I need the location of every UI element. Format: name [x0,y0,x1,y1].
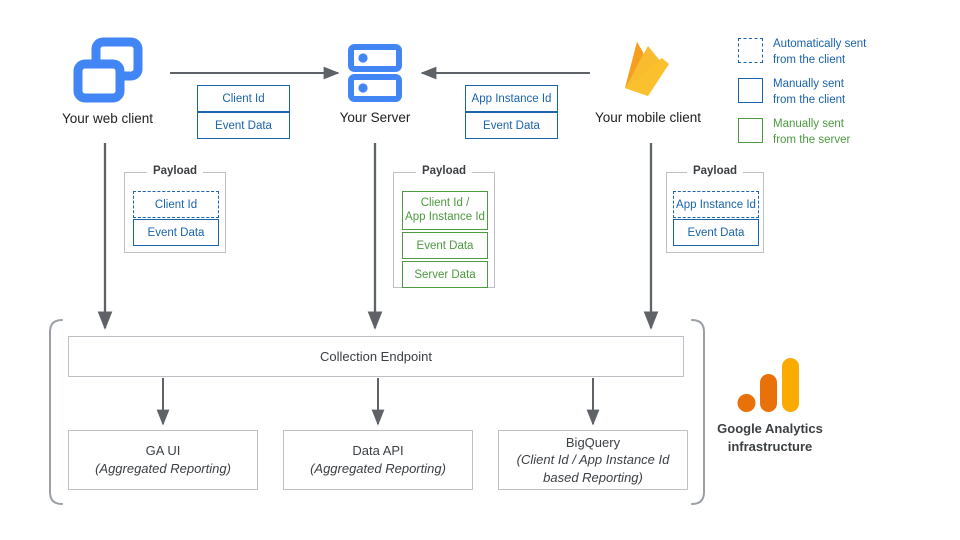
destination-data-api[interactable]: Data API (Aggregated Reporting) [283,430,473,490]
ga-label-line2: infrastructure [727,438,813,454]
payload-mobile-client-title: Payload [686,165,744,177]
destination-ga-ui[interactable]: GA UI (Aggregated Reporting) [68,430,258,490]
legend-swatch-manual-client [738,78,763,103]
tag-web-client-id: Client Id [197,85,290,112]
legend-automatic-client-line1: Automatically sent [773,38,867,50]
tag-mobile-event-data: Event Data [465,112,558,139]
payload-mobile-app-instance-id: App Instance Id [673,191,759,218]
firebase-icon [625,42,669,96]
payload-server-id-line2: App Instance Id [405,210,485,223]
collection-endpoint-box[interactable]: Collection Endpoint [68,336,684,377]
destination-ga-ui-subtitle: (Aggregated Reporting) [95,461,231,476]
server-node[interactable] [348,44,402,104]
payload-server-id: Client Id / App Instance Id [402,191,488,230]
payload-server: Payload Client Id / App Instance Id Even… [393,165,495,288]
bracket-left [49,319,63,505]
legend-swatch-automatic-client [738,38,763,63]
bracket-right [691,319,705,505]
payload-web-client-title: Payload [146,165,204,177]
destination-bigquery-subtitle-line1: (Client Id / App Instance Id [516,452,670,468]
web-client-label: Your web client [61,111,154,126]
ga-label-line1: Google Analytics [717,421,823,436]
tag-mobile-app-instance-id: App Instance Id [465,85,558,112]
payload-mobile-client: Payload App Instance Id Event Data [666,165,764,253]
tag-web-event-data: Event Data [197,112,290,139]
web-client-node[interactable] [70,36,144,106]
payload-web-client-id: Client Id [133,191,219,218]
google-analytics-icon [737,358,799,412]
destination-bigquery[interactable]: BigQuery (Client Id / App Instance Id ba… [498,430,688,490]
google-analytics-infrastructure [736,356,802,414]
server-label: Your Server [339,110,411,125]
server-icon [348,44,402,102]
payload-web-event-data: Event Data [133,219,219,246]
destination-ga-ui-title: GA UI [145,443,181,459]
payload-mobile-event-data: Event Data [673,219,759,246]
legend-text-manual-client: Manually sent from the client [773,77,845,108]
legend-text-automatic-client: Automatically sent from the client [773,37,866,68]
mobile-client-label: Your mobile client [594,110,702,125]
payload-server-event-data: Event Data [402,232,488,259]
destination-data-api-subtitle: (Aggregated Reporting) [310,461,446,476]
legend-manual-server-line2: from the server [773,133,851,146]
payload-web-client: Payload Client Id Event Data [124,165,226,253]
mobile-client-node[interactable] [617,36,679,104]
legend-text-manual-server: Manually sent from the server [773,117,850,148]
destination-bigquery-title: BigQuery [565,434,621,450]
payload-server-title: Payload [415,165,473,177]
legend-manual-server-line1: Manually sent [773,118,844,130]
collection-endpoint-label: Collection Endpoint [319,348,433,364]
google-analytics-infrastructure-label: Google Analytics infrastructure [700,420,840,455]
legend-swatch-manual-server [738,118,763,143]
legend-manual-client-line1: Manually sent [773,78,844,90]
legend-automatic-client-line2: from the client [773,53,846,66]
windows-icon [73,37,143,103]
payload-server-server-data: Server Data [402,261,488,288]
legend-manual-client-line2: from the client [773,93,846,106]
destination-data-api-title: Data API [352,443,404,459]
destination-bigquery-subtitle-line2: based Reporting) [543,469,643,485]
payload-server-id-line1: Client Id / [420,196,470,209]
